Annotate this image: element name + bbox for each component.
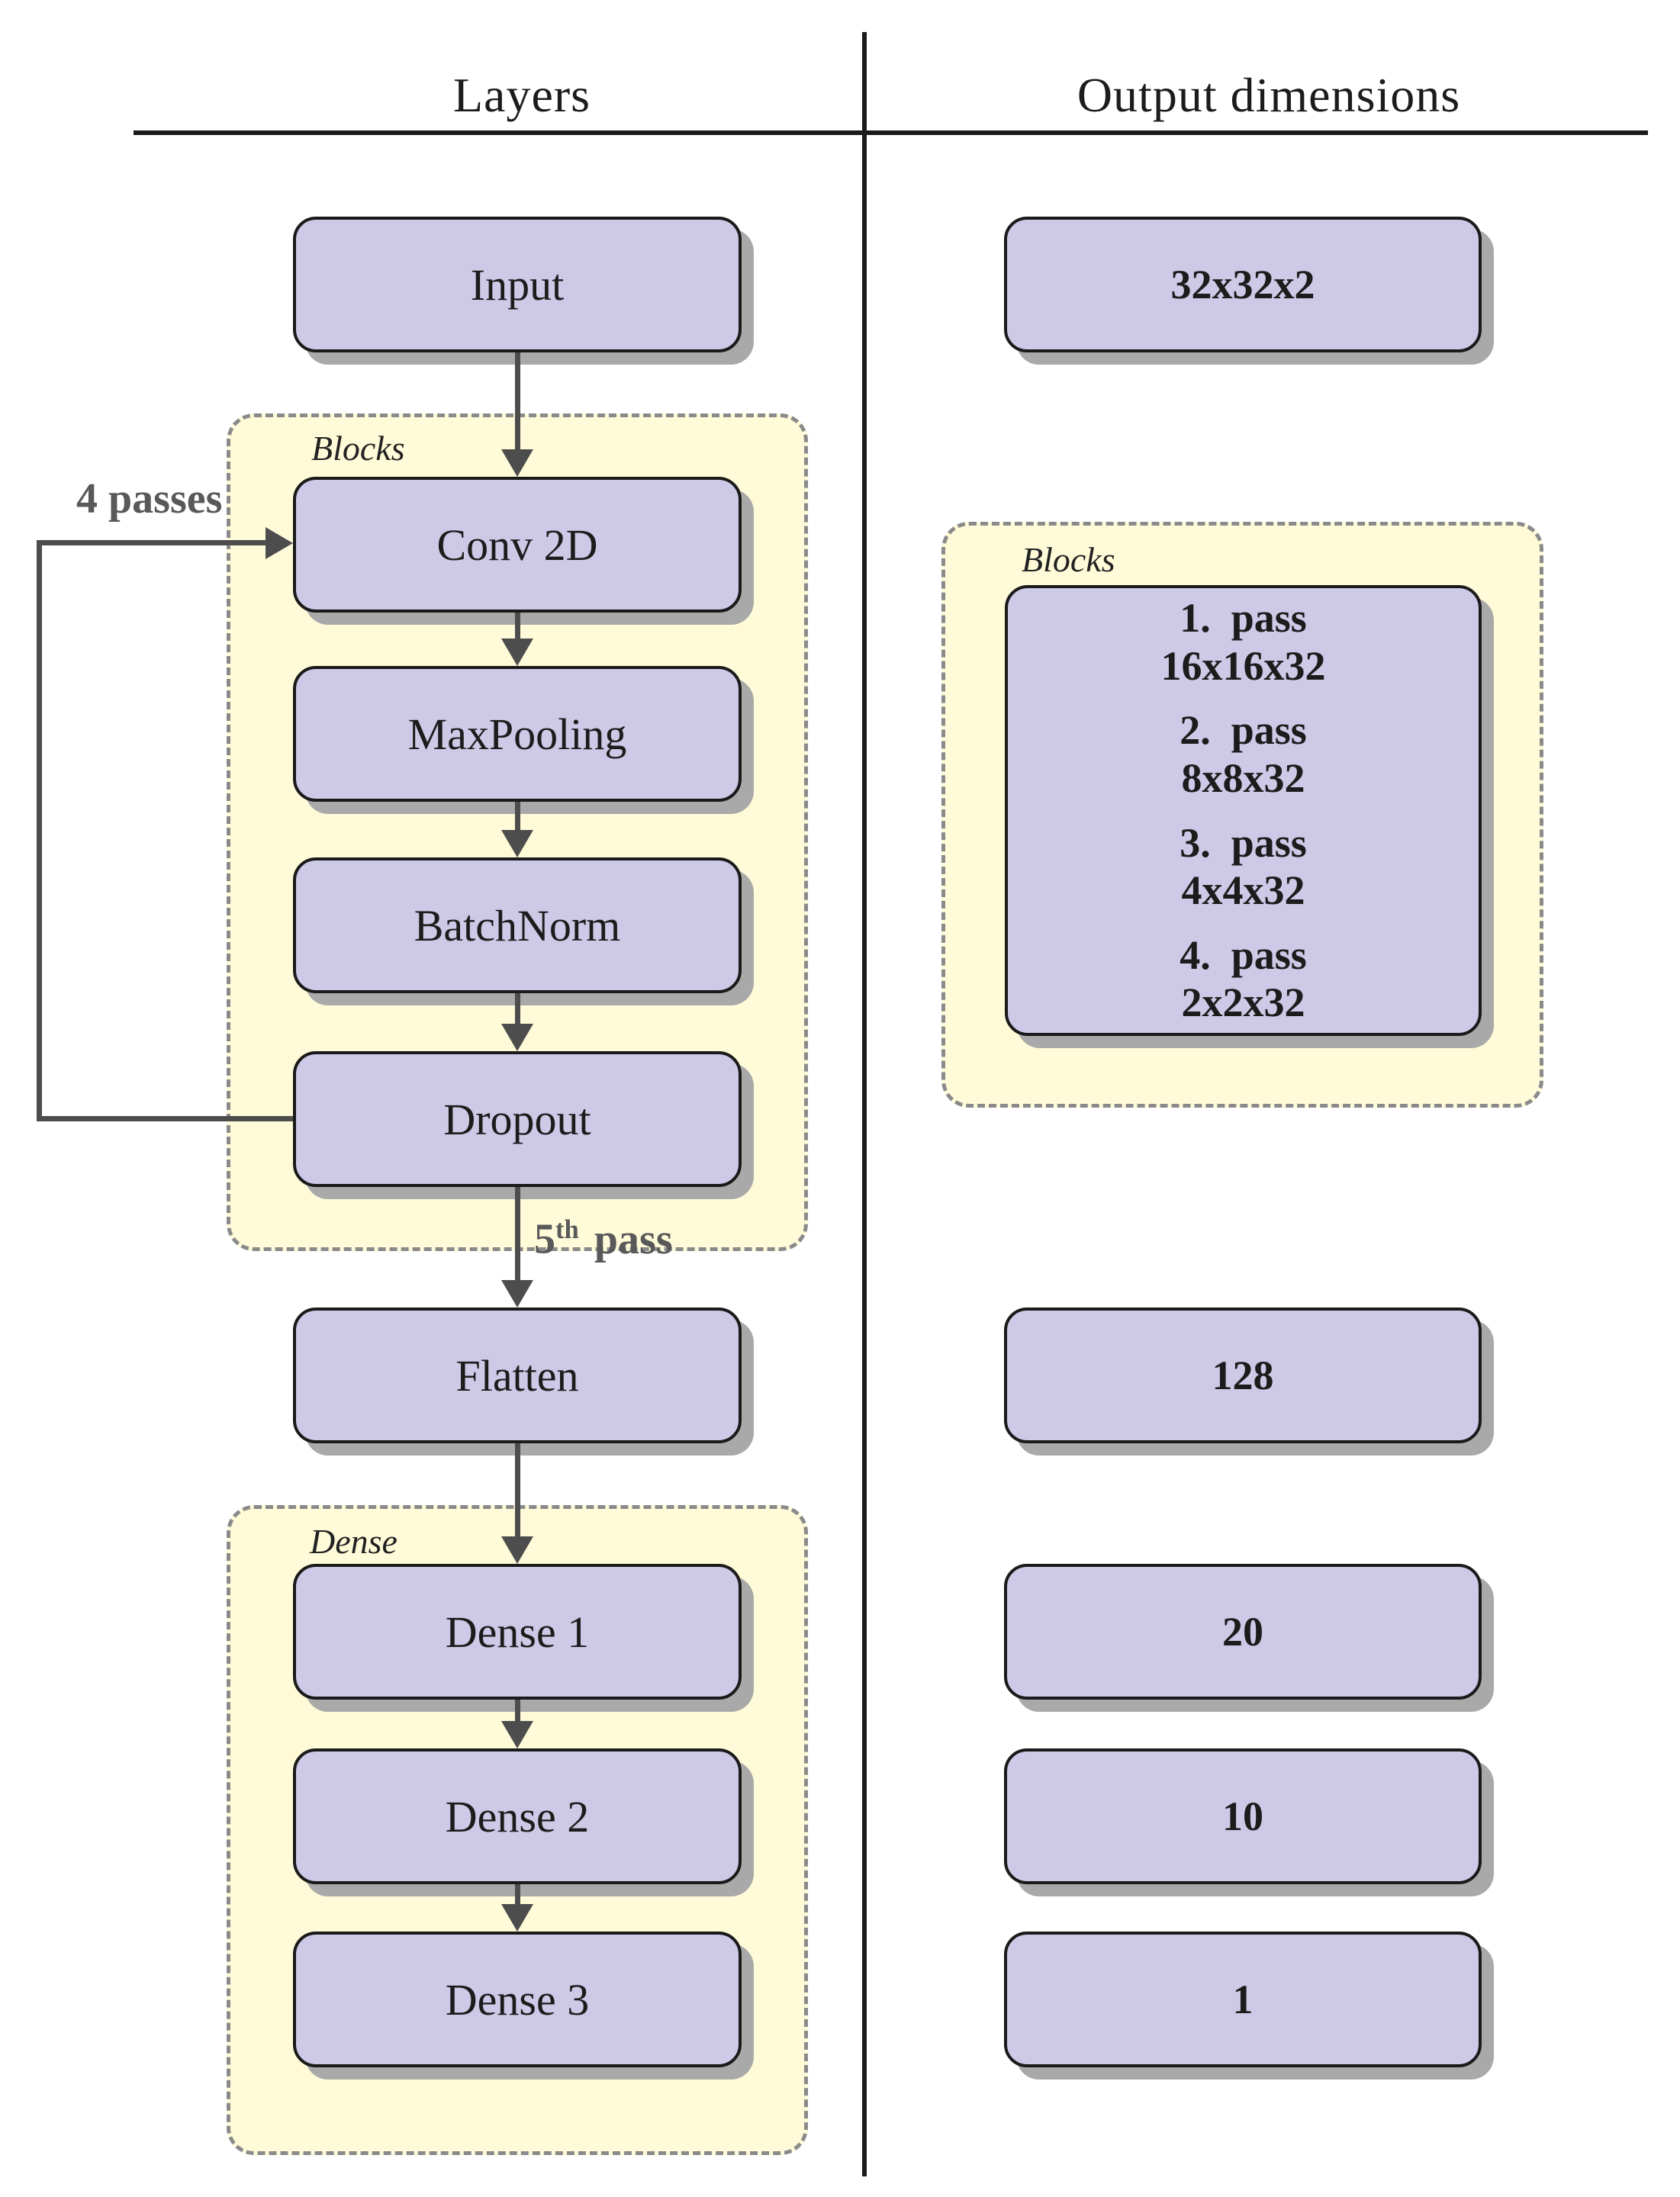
pass-1-label: 1. pass	[1180, 595, 1307, 641]
column-header-output-dimensions: Output dimensions	[1077, 68, 1461, 122]
loop-line-left	[37, 540, 42, 1121]
header-divider-line	[134, 130, 1648, 135]
fifth-pass-word: pass	[594, 1215, 673, 1263]
layer-box-maxpooling: MaxPooling	[293, 666, 742, 802]
blocks-group-label-layers: Blocks	[311, 429, 405, 468]
loop-line-top	[37, 540, 267, 545]
layer-box-flatten: Flatten	[293, 1308, 742, 1443]
pass-3-label: 3. pass	[1180, 819, 1307, 866]
pass-4-dim: 2x2x32	[1181, 979, 1305, 1026]
arrow-batchnorm-to-dropout-head	[501, 1024, 533, 1051]
arrow-conv2d-to-maxpooling-line	[515, 613, 520, 640]
four-passes-label: 4 passes	[76, 475, 223, 523]
fifth-pass-number: 5	[534, 1215, 555, 1263]
output-box-dense3-dim: 1	[1004, 1932, 1482, 2067]
arrow-dense1-to-dense2-head	[501, 1721, 533, 1748]
column-divider-line	[862, 32, 867, 2176]
layer-box-dense3: Dense 3	[293, 1932, 742, 2067]
arrow-dense2-to-dense3-head	[501, 1904, 533, 1932]
output-box-flatten-dim: 128	[1004, 1308, 1482, 1443]
pass-entry: 2. pass 8x8x32	[1180, 706, 1307, 802]
layer-box-dense2: Dense 2	[293, 1748, 742, 1884]
arrow-dense2-to-dense3-line	[515, 1884, 520, 1906]
dense-group-label: Dense	[310, 1522, 397, 1561]
output-box-dense1-dim: 20	[1004, 1564, 1482, 1700]
pass-1-dim: 16x16x32	[1160, 642, 1326, 689]
layer-box-dropout: Dropout	[293, 1051, 742, 1187]
layer-box-input: Input	[293, 217, 742, 352]
pass-entry: 1. pass 16x16x32	[1161, 594, 1326, 690]
blocks-group-label-output: Blocks	[1022, 540, 1115, 579]
layer-box-conv2d: Conv 2D	[293, 477, 742, 613]
pass-4-label: 4. pass	[1180, 931, 1307, 978]
arrow-flatten-to-dense1-line	[515, 1443, 520, 1538]
arrow-dropout-to-flatten-head	[501, 1280, 533, 1308]
arrow-maxpooling-to-batchnorm-line	[515, 802, 520, 832]
arrow-flatten-to-dense1-head	[501, 1536, 533, 1564]
layer-box-dense1: Dense 1	[293, 1564, 742, 1700]
layer-box-batchnorm: BatchNorm	[293, 857, 742, 993]
output-box-block-passes: 1. pass 16x16x32 2. pass 8x8x32 3. pass …	[1005, 585, 1482, 1036]
output-box-input-dim: 32x32x2	[1004, 217, 1482, 352]
loop-line-bottom	[37, 1116, 293, 1121]
pass-entry: 4. pass 2x2x32	[1180, 931, 1307, 1027]
loop-arrowhead-into-conv2d	[266, 527, 293, 559]
pass-entry: 3. pass 4x4x32	[1180, 819, 1307, 915]
output-box-dense2-dim: 10	[1004, 1748, 1482, 1884]
arrow-conv2d-to-maxpooling-head	[501, 639, 533, 666]
arrow-maxpooling-to-batchnorm-head	[501, 830, 533, 857]
column-header-layers: Layers	[452, 68, 591, 122]
arrow-batchnorm-to-dropout-line	[515, 993, 520, 1025]
pass-3-dim: 4x4x32	[1181, 867, 1305, 914]
arrow-dropout-to-flatten-line	[515, 1187, 520, 1282]
pass-2-label: 2. pass	[1180, 707, 1307, 754]
fifth-pass-ordinal-suffix: th	[555, 1214, 579, 1244]
arrow-dense1-to-dense2-line	[515, 1700, 520, 1723]
pass-2-dim: 8x8x32	[1181, 754, 1305, 801]
arrow-input-to-conv2d-head	[501, 449, 533, 477]
arrow-input-to-conv2d-line	[515, 352, 520, 451]
